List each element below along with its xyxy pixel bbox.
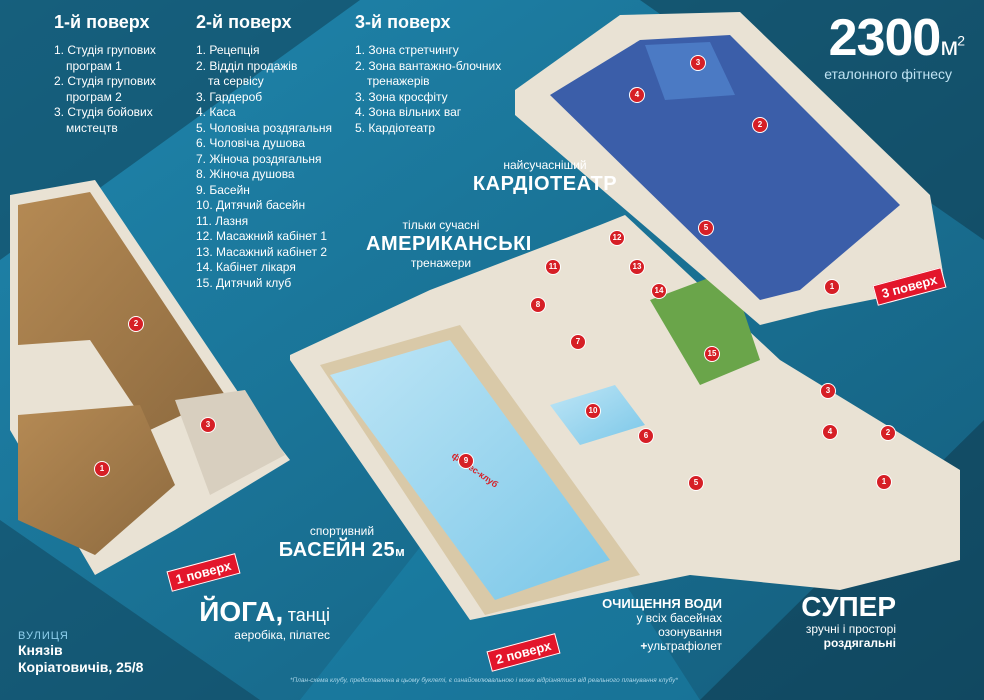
floor-1-plan (10, 180, 290, 575)
cardio-callout: найсучасніший КАРДІОТЕАТР (470, 158, 620, 196)
floor-2-item: 2. Відділ продажів (196, 58, 298, 73)
water-l1: у всіх басейнах (636, 611, 722, 625)
floor-3-list: 3-й поверх 1. Зона стретчингу 2. Зона ва… (355, 12, 501, 136)
marker-f2-9: 9 (458, 453, 474, 469)
marker-f2-8: 8 (530, 297, 546, 313)
area-unit: м (940, 31, 958, 61)
water-callout: ОЧИЩЕННЯ ВОДИ у всіх басейнах озонування… (594, 596, 722, 653)
marker-f2-5: 5 (688, 475, 704, 491)
marker-f2-7: 7 (570, 334, 586, 350)
cardio-large: КАРДІОТЕАТР (472, 173, 618, 195)
floor-1-item: 3. Студія бойових (54, 105, 153, 119)
marker-f3-2: 2 (752, 117, 768, 133)
super-l2: роздягальні (823, 636, 896, 650)
floor-2-item: 6. Чоловіча душова (196, 136, 306, 150)
floor-2-item: 1. Рецепція (196, 43, 260, 57)
marker-f1-3: 3 (200, 417, 216, 433)
street-line-1: Князів (18, 642, 63, 658)
floor-2-item: 12. Масажний кабінет 1 (196, 229, 328, 243)
area-headline: 2300м2 (828, 9, 965, 74)
floor-2-item: 4. Каса (196, 105, 236, 119)
floor-2-item: 13. Масажний кабінет 2 (196, 244, 328, 259)
marker-f2-13: 13 (629, 259, 645, 275)
marker-f3-4: 4 (629, 87, 645, 103)
pool-large: БАСЕЙН (278, 539, 366, 561)
area-number: 2300 (828, 9, 942, 67)
yoga-large-rest: танці (287, 605, 330, 625)
floor-2-item: 10. Дитячий басейн (196, 198, 306, 212)
marker-f2-12: 12 (609, 230, 625, 246)
marker-f2-15: 15 (704, 346, 720, 362)
american-small-2: тренажери (410, 256, 472, 270)
marker-f2-14: 14 (651, 283, 667, 299)
super-large: СУПЕР (801, 591, 896, 622)
american-small-1: тільки сучасні (402, 218, 480, 232)
floor-1-list: 1-й поверх 1. Студія групових програм 1 … (54, 12, 156, 136)
floor-3-item: 2. Зона вантажно-блочних (355, 58, 502, 73)
marker-f3-3: 3 (690, 55, 706, 71)
floor-1-item: 2. Студія групових (54, 74, 156, 88)
pool-small: спортивний (309, 524, 375, 538)
floor-2-item: 9. Басейн (196, 182, 250, 197)
floor-2-plan (290, 215, 960, 620)
disclaimer: *План-схема клубу, представлена в цьому … (290, 677, 678, 684)
floor-2-item: 8. Жіноча душова (196, 167, 295, 181)
marker-f1-2: 2 (128, 316, 144, 332)
yoga-small: аеробіка, пілатес (234, 628, 330, 642)
floor-2-item: 15. Дитячий клуб (196, 275, 292, 290)
water-l3: ультрафіолет (647, 639, 722, 653)
floor-1-item: програм 2 (66, 89, 122, 104)
marker-f2-11: 11 (545, 259, 561, 275)
marker-f2-2: 2 (880, 425, 896, 441)
marker-f2-3: 3 (820, 383, 836, 399)
american-large: АМЕРИКАНСЬКІ (366, 233, 532, 255)
floor-1-title: 1-й поверх (54, 12, 150, 32)
super-l1: зручні і просторі (805, 622, 896, 636)
marker-f2-6: 6 (638, 428, 654, 444)
street-label: ВУЛИЦЯ (18, 630, 69, 642)
yoga-large: ЙОГА, (199, 596, 284, 627)
area-unit-sup: 2 (957, 32, 965, 49)
american-callout: тільки сучасні АМЕРИКАНСЬКІ тренажери (366, 218, 532, 270)
floor-2-item: 5. Чоловіча роздягальня (196, 120, 332, 135)
water-title: ОЧИЩЕННЯ ВОДИ (602, 596, 722, 611)
floor-2-item: 7. Жіноча роздягальня (196, 151, 322, 166)
floor-3-item: 5. Кардіотеатр (355, 120, 436, 135)
super-callout: СУПЕР зручні і просторі роздягальні (766, 591, 896, 651)
marker-f3-5: 5 (698, 220, 714, 236)
marker-f2-10: 10 (585, 403, 601, 419)
area-subtitle: еталонного фітнесу (824, 66, 952, 82)
pool-length: 25 (371, 539, 396, 561)
floor-2-item: 11. Лазня (196, 213, 249, 228)
pool-unit: м (395, 544, 406, 559)
floor-3-item: тренажерів (367, 74, 430, 88)
pool-callout: спортивний БАСЕЙН 25м (272, 524, 412, 564)
floor-1-item: мистецтв (66, 120, 118, 135)
floor-2-item: та сервісу (208, 74, 264, 88)
marker-f1-1: 1 (94, 461, 110, 477)
water-plus: + (640, 639, 648, 653)
floor-1-item: 1. Студія групових (54, 43, 156, 57)
floor-2-item: 3. Гардероб (196, 89, 263, 104)
marker-f3-1: 1 (824, 279, 840, 295)
floor-3-item: 1. Зона стретчингу (355, 43, 459, 57)
floor-2-item: 14. Кабінет лікаря (196, 260, 296, 274)
floor-1-item: програм 1 (66, 58, 122, 73)
water-l2: озонування (658, 625, 722, 639)
floor-3-title: 3-й поверх (355, 12, 451, 32)
cardio-small: найсучасніший (503, 158, 587, 172)
yoga-callout: ЙОГА, танці аеробіка, пілатес (180, 596, 330, 642)
floor-2-title: 2-й поверх (196, 12, 292, 32)
floor-2-list: 2-й поверх 1. Рецепція 2. Відділ продажі… (196, 12, 332, 291)
street-address: ВУЛИЦЯ Князів Коріатовичів, 25/8 (18, 630, 143, 676)
street-line-2: Коріатовичів, 25/8 (18, 659, 144, 675)
floor-3-item: 4. Зона вільних ваг (355, 105, 462, 119)
marker-f2-1: 1 (876, 474, 892, 490)
floor-3-item: 3. Зона кросфіту (355, 89, 448, 104)
marker-f2-4: 4 (822, 424, 838, 440)
